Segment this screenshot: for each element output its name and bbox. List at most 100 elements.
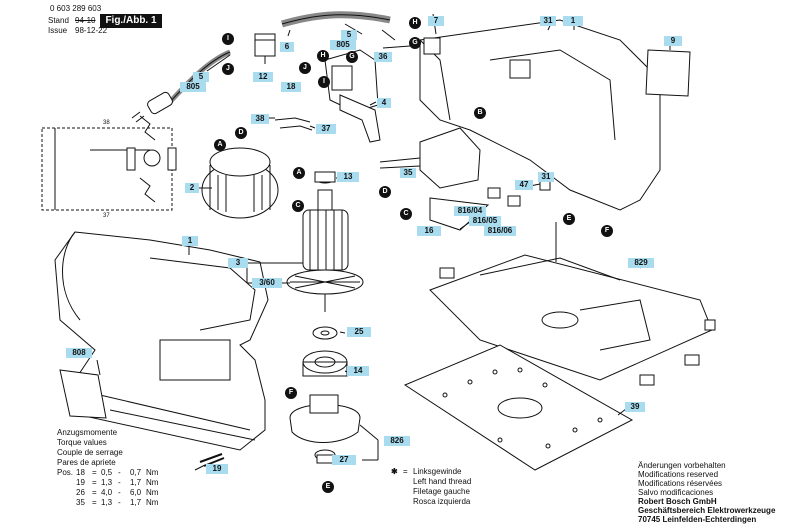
footer-company: Robert Bosch GmbH <box>638 497 717 506</box>
footer-division: Geschäftsbereich Elektrowerkzeuge <box>638 506 776 515</box>
marker-a: A <box>214 139 226 151</box>
torque-heading-fr: Couple de serrage <box>57 448 123 457</box>
marker-i: I <box>222 33 234 45</box>
filter-pad-808 <box>59 369 107 419</box>
thread-line-fr: Filetage gauche <box>413 487 470 496</box>
marker-j: J <box>222 63 234 75</box>
torque-row-unit: Nm <box>146 478 159 487</box>
wiring-label-37: 37 <box>103 213 110 219</box>
torque-heading-de: Anzugsmomente <box>57 428 118 437</box>
callout-805: 805 <box>330 40 356 50</box>
thread-line-de: Linksgewinde <box>413 467 462 476</box>
torque-row-dash: - <box>118 498 121 507</box>
thread-line-en: Left hand thread <box>413 477 472 486</box>
callout-2: 2 <box>185 183 199 193</box>
motor-housing <box>419 19 661 211</box>
callout-38: 38 <box>251 114 269 124</box>
callout-13: 13 <box>337 172 359 182</box>
stand-value: 94-10 <box>75 16 96 25</box>
footer-line-fr: Modifications réservées <box>638 479 723 488</box>
callout-4: 4 <box>377 98 391 108</box>
torque-row-pos: 19 <box>76 478 85 487</box>
callout-37: 37 <box>316 124 336 134</box>
torque-row-eq: = <box>92 478 97 487</box>
marker-e: E <box>563 213 575 225</box>
bracket-7 <box>423 37 441 55</box>
thread-equals: = <box>403 467 408 476</box>
torque-pos-label: Pos. <box>57 468 74 477</box>
callout-19: 19 <box>206 464 228 474</box>
brush-holder <box>419 127 481 189</box>
marker-h: H <box>317 50 329 62</box>
torque-row-max: 0,7 <box>130 468 142 477</box>
issue-label: Issue <box>48 26 68 35</box>
marker-d: D <box>379 186 391 198</box>
torque-row-unit: Nm <box>146 468 159 477</box>
torque-row-dash: - <box>118 468 121 477</box>
marker-b: B <box>474 107 486 119</box>
thread-line-es: Rosca izquierda <box>413 497 471 506</box>
callout-808: 808 <box>66 348 92 358</box>
torque-row-eq: = <box>92 468 97 477</box>
torque-row-pos: 18 <box>76 468 85 477</box>
torque-row-pos: 35 <box>76 498 85 507</box>
marker-j: J <box>299 62 311 74</box>
seal-25 <box>312 326 338 340</box>
callout-39: 39 <box>625 402 645 412</box>
callout-6: 6 <box>280 42 294 52</box>
footer-address: 70745 Leinfelden-Echterdingen <box>638 515 757 524</box>
torque-row-max: 1,7 <box>130 478 142 487</box>
marker-f: F <box>601 225 613 237</box>
callout-25: 25 <box>347 327 371 337</box>
callout-18: 18 <box>281 82 301 92</box>
torque-heading-es: Pares de apriete <box>57 458 116 467</box>
torque-row-eq: = <box>92 498 97 507</box>
callout-3: 3 <box>228 258 248 268</box>
marker-c: C <box>292 200 304 212</box>
carbon-brush <box>487 187 501 199</box>
torque-row-eq: = <box>92 488 97 497</box>
marker-a: A <box>293 167 305 179</box>
marker-e: E <box>322 481 334 493</box>
callout-27: 27 <box>332 455 356 465</box>
callout-816-05: 816/05 <box>469 216 501 226</box>
callout-16: 16 <box>417 226 441 236</box>
marker-c: C <box>400 208 412 220</box>
callout-31: 31 <box>538 172 554 182</box>
marker-g: G <box>346 51 358 63</box>
issue-value: 98-12-22 <box>75 26 108 35</box>
callout-36: 36 <box>374 52 392 62</box>
stand-label: Stand <box>48 16 69 25</box>
callout-9: 9 <box>664 36 682 46</box>
callout-14: 14 <box>347 366 369 376</box>
torque-row-dash: - <box>118 488 121 497</box>
footer-line-de: Änderungen vorbehalten <box>638 461 726 470</box>
marker-d: D <box>235 127 247 139</box>
eccentric-counterweight <box>289 404 361 443</box>
figure-title: Fig./Abb. 1 <box>100 14 162 28</box>
torque-row-unit: Nm <box>146 498 159 507</box>
part-number: 0 603 289 603 <box>50 4 102 13</box>
wiring-schematic <box>41 127 173 211</box>
torque-row-unit: Nm <box>146 488 159 497</box>
callout-816-04: 816/04 <box>454 206 486 216</box>
power-plug <box>147 91 173 115</box>
marker-g: G <box>409 37 421 49</box>
torque-row-max: 6,0 <box>130 488 142 497</box>
torque-row-dash: - <box>118 478 121 487</box>
callout-5: 5 <box>193 72 209 82</box>
callout-805: 805 <box>180 82 206 92</box>
cover-plate-9 <box>645 49 691 97</box>
footer-line-en: Modifications reserved <box>638 470 719 479</box>
torque-row-max: 1,7 <box>130 498 142 507</box>
callout-1: 1 <box>182 236 198 246</box>
torque-row-min: 0,5 <box>101 468 113 477</box>
callout-47: 47 <box>515 180 533 190</box>
callout-1: 1 <box>563 16 583 26</box>
torque-row-min: 1,3 <box>101 498 113 507</box>
callout-826: 826 <box>384 436 410 446</box>
callout-31: 31 <box>540 16 556 26</box>
torque-row-min: 4,0 <box>101 488 113 497</box>
